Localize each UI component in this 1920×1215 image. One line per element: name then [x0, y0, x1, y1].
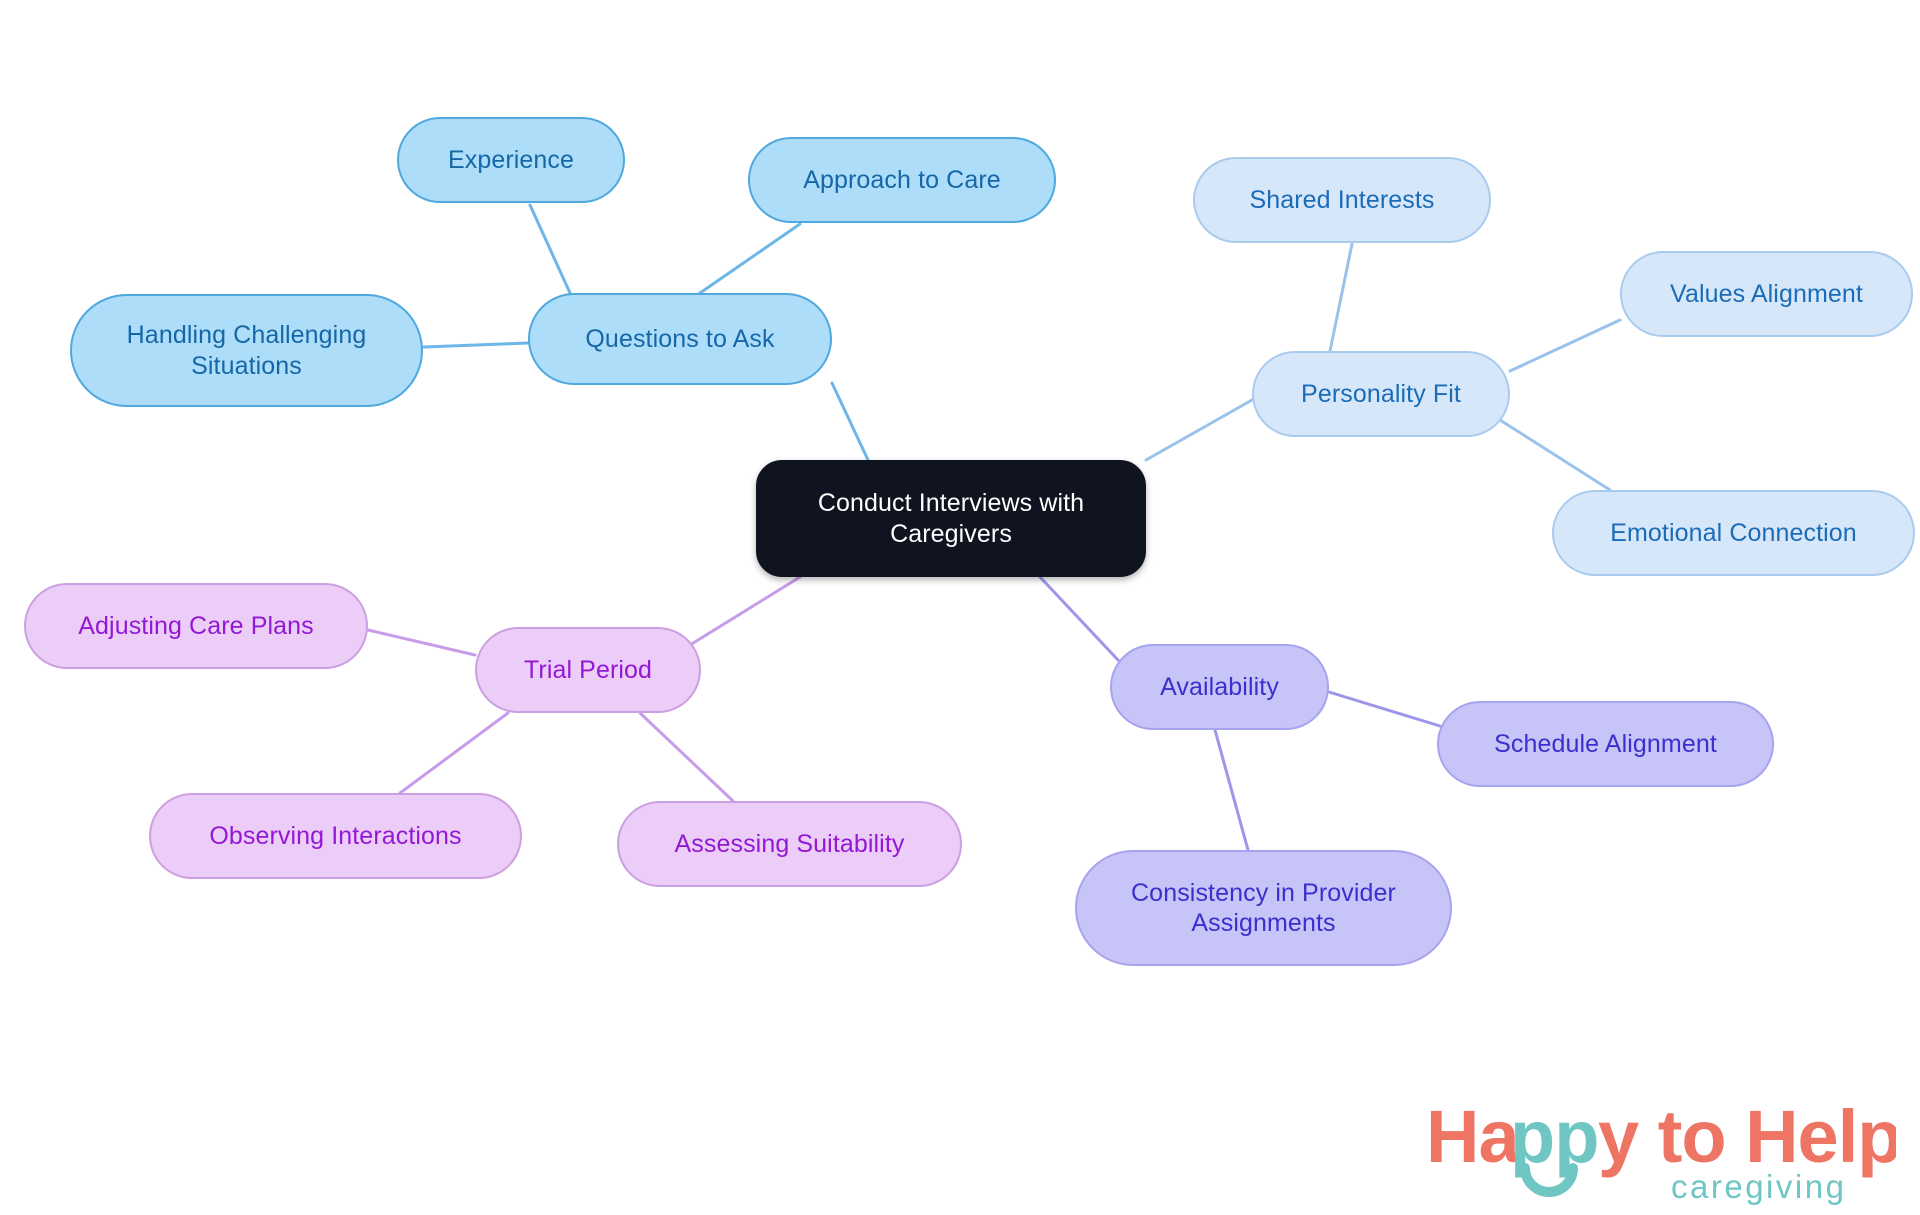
edge-personality-fit-to-shared-interests	[1328, 242, 1354, 353]
logo-word-rest: y to Help	[1598, 1095, 1896, 1178]
mindmap-leaf-node-consistency-in-provider-assignments[interactable]: Consistency in Provider Assignments	[1075, 850, 1452, 966]
mindmap-leaf-node-adjusting-care-plans[interactable]: Adjusting Care Plans	[24, 583, 368, 669]
logo-word-ha: Ha	[1426, 1095, 1520, 1178]
edge-trial-period-to-observing-interactions	[398, 711, 510, 795]
smile-arc-icon	[1520, 1163, 1578, 1197]
edge-personality-fit-to-values-alignment	[1508, 318, 1622, 373]
mindmap-branch-node-personality-fit[interactable]: Personality Fit	[1252, 351, 1510, 437]
logo-tagline: caregiving	[1671, 1168, 1846, 1205]
mindmap-leaf-node-approach-to-care[interactable]: Approach to Care	[748, 137, 1056, 223]
edge-trial-period-to-assessing-suitability	[638, 711, 735, 803]
edge-questions-to-ask-to-handling-challenging-situations	[422, 341, 530, 349]
edge-root-to-personality-fit	[1144, 398, 1254, 462]
edge-trial-period-to-adjusting-care-plans	[366, 628, 477, 657]
mindmap-leaf-node-observing-interactions[interactable]: Observing Interactions	[149, 793, 522, 879]
mindmap-leaf-node-values-alignment[interactable]: Values Alignment	[1620, 251, 1913, 337]
mindmap-leaf-node-schedule-alignment[interactable]: Schedule Alignment	[1437, 701, 1774, 787]
mindmap-branch-node-availability[interactable]: Availability	[1110, 644, 1329, 730]
mindmap-leaf-node-assessing-suitability[interactable]: Assessing Suitability	[617, 801, 962, 887]
edge-root-to-trial-period	[688, 575, 802, 647]
mindmap-leaf-node-experience[interactable]: Experience	[397, 117, 625, 203]
mindmap-root-node-root[interactable]: Conduct Interviews with Caregivers	[756, 460, 1146, 577]
edge-personality-fit-to-emotional-connection	[1498, 418, 1612, 492]
edge-availability-to-schedule-alignment	[1327, 690, 1442, 728]
edge-root-to-questions-to-ask	[830, 381, 870, 462]
edge-questions-to-ask-to-experience	[528, 203, 572, 295]
mindmap-leaf-node-handling-challenging-situations[interactable]: Handling Challenging Situations	[70, 294, 423, 407]
brand-logo: Ha pp y to Help caregiving	[1426, 1090, 1902, 1205]
mindmap-branch-node-questions-to-ask[interactable]: Questions to Ask	[528, 293, 832, 385]
logo-artwork: Ha pp y to Help caregiving	[1426, 1095, 1902, 1205]
mindmap-branch-node-trial-period[interactable]: Trial Period	[475, 627, 701, 713]
mindmap-leaf-node-shared-interests[interactable]: Shared Interests	[1193, 157, 1491, 243]
edge-root-to-availability	[1038, 575, 1120, 662]
edge-availability-to-consistency-in-provider-assignments	[1213, 728, 1250, 852]
mindmap-leaf-node-emotional-connection[interactable]: Emotional Connection	[1552, 490, 1915, 576]
edge-questions-to-ask-to-approach-to-care	[698, 222, 802, 295]
